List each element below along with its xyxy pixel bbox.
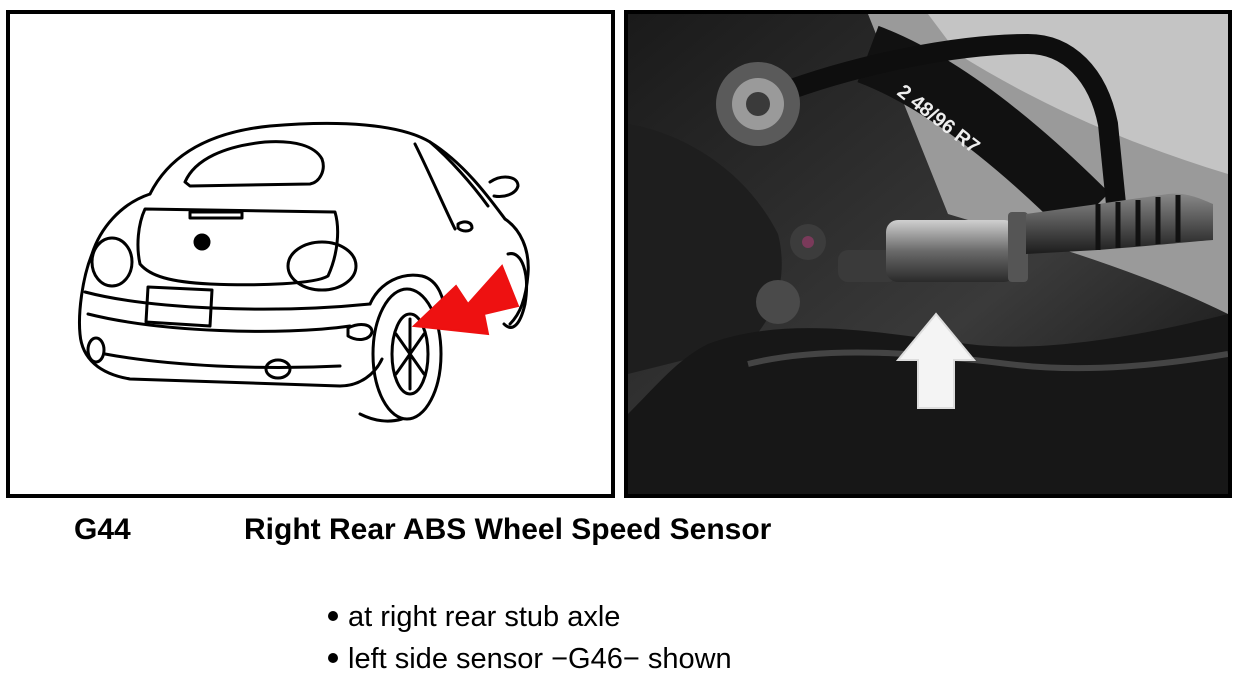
list-item: left side sensor −G46− shown xyxy=(328,638,732,680)
component-code: G44 xyxy=(74,513,131,546)
car-illustration-panel xyxy=(6,10,615,498)
car-line-drawing xyxy=(78,121,530,423)
bullet-icon xyxy=(328,611,338,622)
location-notes: at right rear stub axle left side sensor… xyxy=(328,596,732,680)
red-pointer-arrow-icon xyxy=(411,264,520,336)
note-location: at right rear stub axle xyxy=(348,601,621,633)
sensor-photo-panel: 2 48/96 R7 xyxy=(624,10,1232,498)
note-shown-sensor: left side sensor −G46− shown xyxy=(348,643,732,675)
list-item: at right rear stub axle xyxy=(328,596,732,638)
bullet-icon xyxy=(328,653,338,664)
white-pointer-arrow-icon xyxy=(895,312,977,409)
component-title: Right Rear ABS Wheel Speed Sensor xyxy=(244,513,772,546)
sensor-photo: 2 48/96 R7 xyxy=(628,14,1228,494)
